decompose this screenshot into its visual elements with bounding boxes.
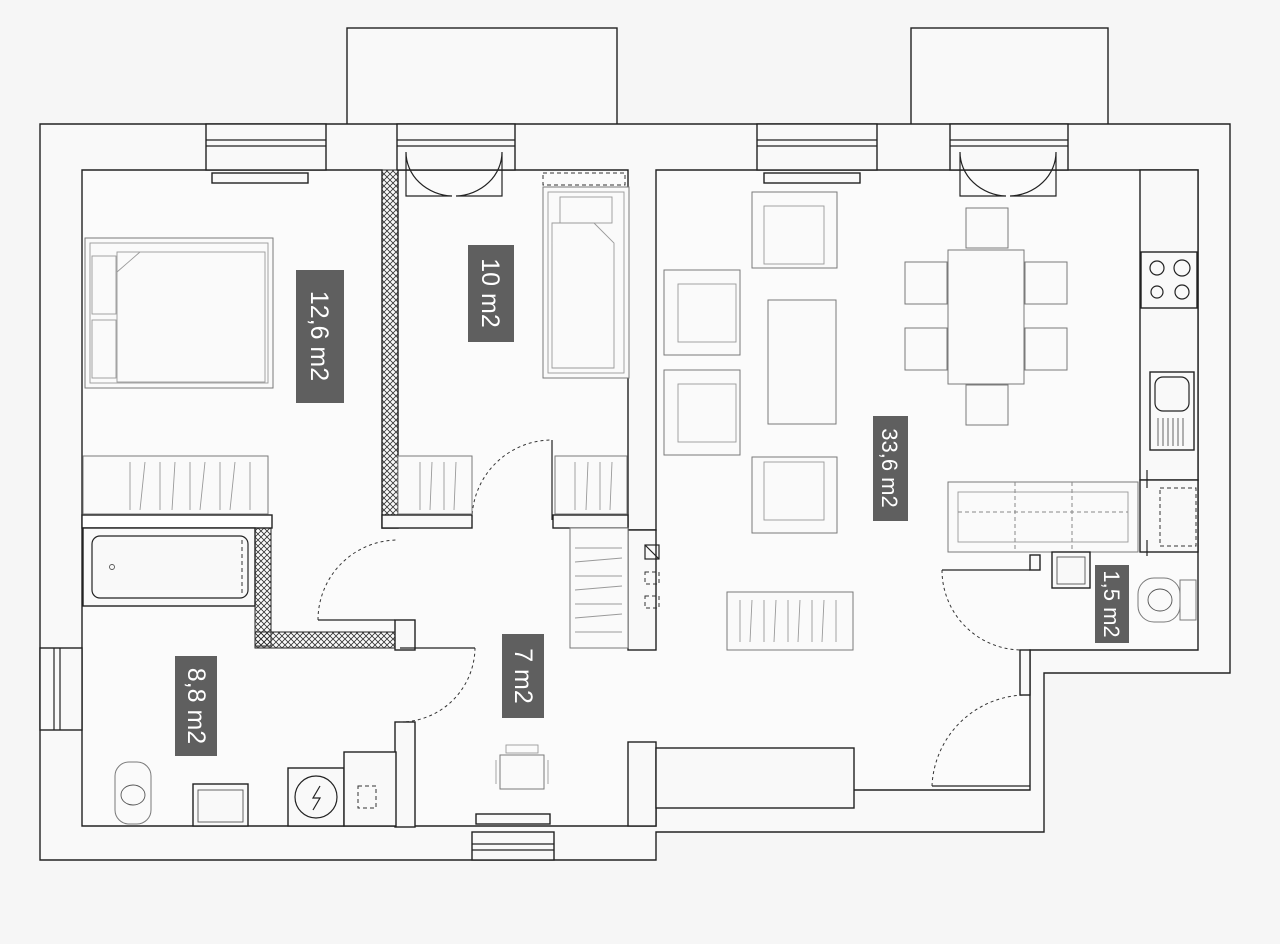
- rug: [726, 591, 854, 651]
- wardrobe-small-room: [397, 455, 473, 515]
- area-label-hallway: 7 m2: [509, 648, 537, 704]
- balcony-door-left: [396, 123, 516, 171]
- double-bed: [84, 237, 274, 389]
- area-label-bathroom: 8,8 m2: [182, 668, 210, 744]
- wc-toilet: [1137, 577, 1181, 623]
- french-doors: [405, 151, 1057, 197]
- washing-machine: [287, 767, 345, 827]
- area-label-living-kitchen: 33,6 m2: [877, 428, 902, 508]
- area-label-small-room: 10 m2: [476, 258, 504, 327]
- wardrobe-bedroom: [82, 455, 269, 515]
- living-room-furniture: [663, 191, 1139, 651]
- sofa: [947, 481, 1139, 553]
- balcony-right: [910, 27, 1109, 127]
- balcony-left: [346, 27, 618, 127]
- hallway-cabinet: [655, 747, 855, 809]
- bathtub: [82, 527, 256, 607]
- balcony-door-right: [949, 123, 1069, 171]
- stove: [1140, 251, 1198, 309]
- desk-chair: [499, 754, 545, 790]
- coffee-table: [767, 299, 837, 425]
- doors: [317, 439, 1030, 787]
- window-hallway: [471, 831, 555, 861]
- bathroom-fixtures: [82, 527, 397, 827]
- window-bathroom: [39, 647, 83, 731]
- wc-fixtures: [1051, 551, 1197, 623]
- toilet-bathroom: [114, 761, 152, 825]
- area-label-wc: 1,5 m2: [1099, 570, 1124, 637]
- kitchen: [1139, 251, 1199, 556]
- windows: [39, 123, 1069, 861]
- hallway-furniture: [495, 527, 855, 809]
- area-label-bedroom: 12,6 m2: [305, 291, 333, 381]
- window-bedroom: [205, 123, 327, 171]
- radiator-bedroom: [211, 172, 309, 184]
- window-living: [756, 123, 878, 171]
- balconies: [346, 27, 1109, 127]
- dining-table: [947, 249, 1025, 385]
- armchair: [751, 191, 838, 269]
- wc-sink: [1051, 551, 1091, 589]
- radiator-living: [763, 172, 861, 184]
- small-room-furniture: [397, 186, 630, 515]
- boiler-cabinet: [343, 751, 397, 827]
- area-labels: 12,6 m2 10 m2 33,6 m2 8,8 m2 7 m2 1,5 m2: [175, 245, 1129, 756]
- bedroom-furniture: [82, 237, 274, 515]
- sink-bathroom: [192, 783, 249, 827]
- single-bed: [542, 186, 630, 379]
